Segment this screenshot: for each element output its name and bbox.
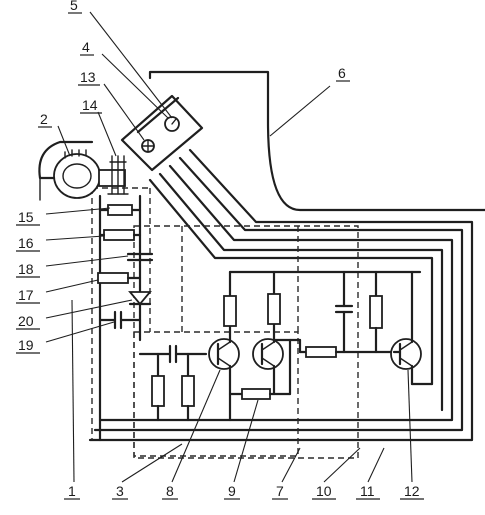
label-8: 8 <box>166 483 174 499</box>
resistor-coupling <box>305 346 337 358</box>
label-11: 11 <box>360 483 375 499</box>
label-14: 14 <box>82 97 98 113</box>
resistor-feedback <box>241 388 271 400</box>
resistor-bias-2 <box>181 375 195 407</box>
transistor-output <box>390 338 422 370</box>
label-3: 3 <box>116 483 124 499</box>
sensor-bracket <box>120 94 204 172</box>
resistor-16 <box>103 229 135 241</box>
label-2: 2 <box>40 111 48 127</box>
label-12: 12 <box>404 483 420 499</box>
left-column-circuit <box>97 194 154 442</box>
diode-20 <box>128 291 152 306</box>
cable-bundle <box>88 148 474 442</box>
resistor-17 <box>97 272 129 284</box>
housing-outline <box>148 70 485 212</box>
resistor-bias-1 <box>151 375 165 407</box>
circuit-enclosure <box>133 225 359 459</box>
label-4: 4 <box>82 39 90 55</box>
label-18: 18 <box>18 261 34 277</box>
resistor-base-3 <box>369 295 383 329</box>
amplifier-circuit <box>138 270 434 422</box>
label-6: 6 <box>338 65 346 81</box>
label-13: 13 <box>80 69 96 85</box>
label-19: 19 <box>18 337 34 353</box>
amplifier-enclosure <box>133 331 299 457</box>
label-7: 7 <box>276 483 284 499</box>
label-1: 1 <box>68 483 76 499</box>
transistor-2 <box>252 338 284 370</box>
label-5: 5 <box>70 0 78 13</box>
transistor-1 <box>208 338 240 370</box>
resistor-collector-1 <box>223 295 237 327</box>
switch-component <box>107 155 129 195</box>
resistor-collector-2 <box>267 293 281 325</box>
leader-lines <box>45 11 413 483</box>
label-17: 17 <box>18 287 34 303</box>
label-16: 16 <box>18 235 34 251</box>
label-9: 9 <box>228 483 236 499</box>
label-15: 15 <box>18 209 34 225</box>
component-15 <box>107 204 133 216</box>
label-10: 10 <box>316 483 332 499</box>
part-labels: 5 4 13 14 2 6 15 16 18 17 20 19 1 3 8 9 … <box>16 0 424 500</box>
label-20: 20 <box>18 313 34 329</box>
